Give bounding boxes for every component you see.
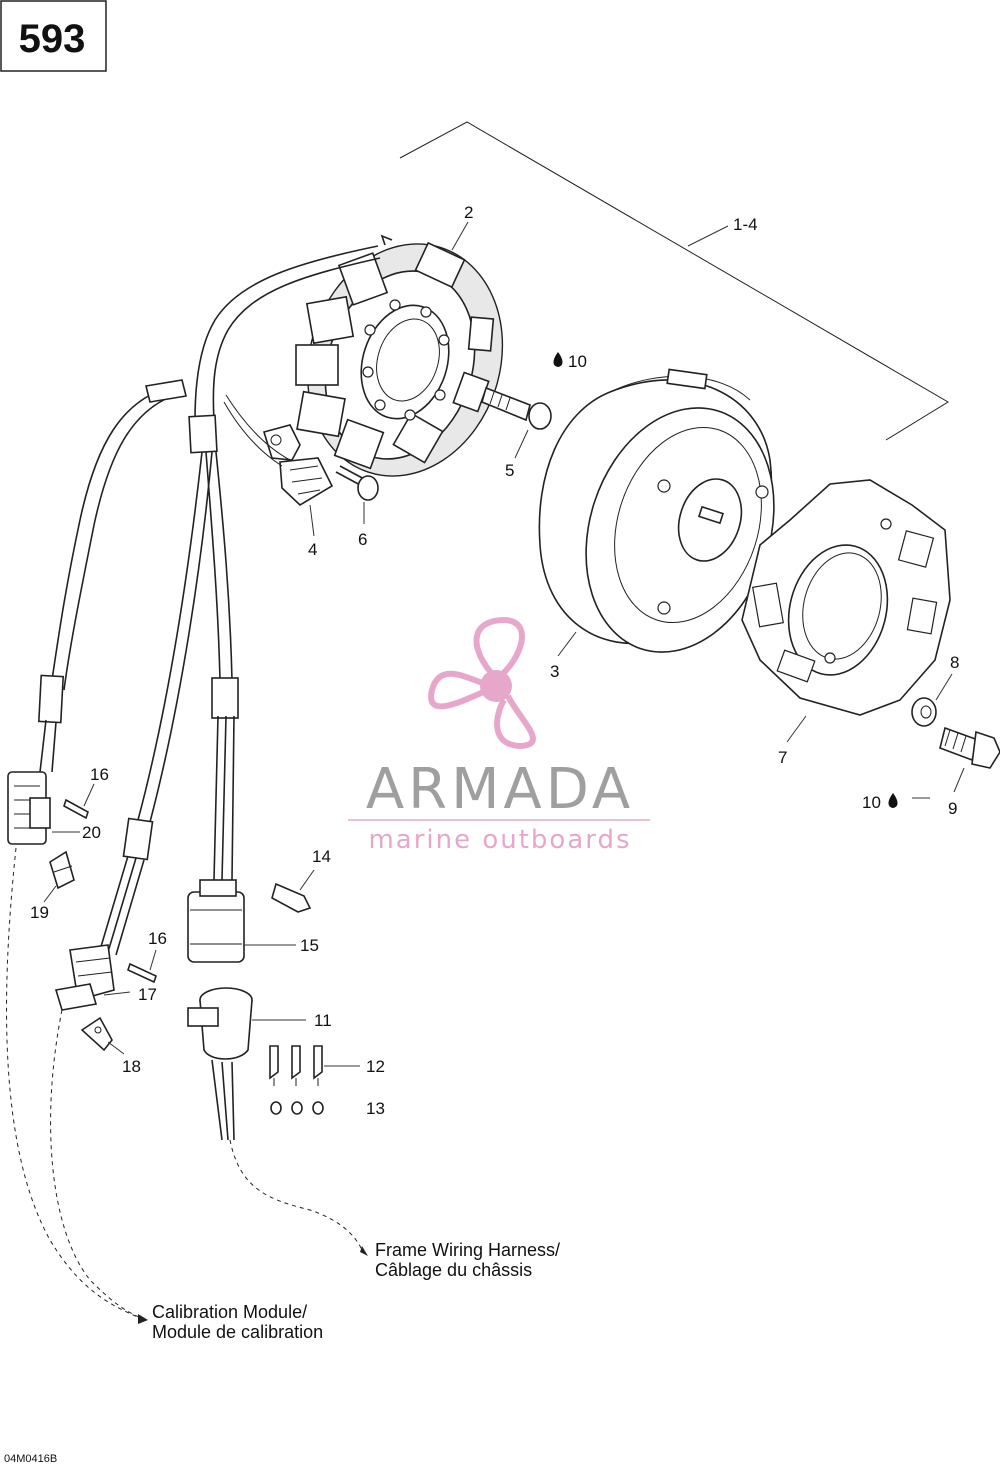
label-7: 7 xyxy=(778,748,787,767)
calibration-note-line2: Module de calibration xyxy=(152,1322,323,1342)
label-10a: 10 xyxy=(568,352,587,371)
label-4: 4 xyxy=(308,540,317,559)
armada-watermark: ARMADA marine outboards xyxy=(348,616,650,855)
leader-2 xyxy=(451,221,469,251)
screw-6 xyxy=(335,465,379,501)
leader-16a xyxy=(83,783,95,807)
stator xyxy=(295,234,504,477)
label-5: 5 xyxy=(505,461,514,480)
screw-5 xyxy=(481,386,552,430)
leader-19 xyxy=(43,885,57,903)
leader-7 xyxy=(786,715,807,743)
label-10b: 10 xyxy=(862,793,881,812)
label-17: 17 xyxy=(138,985,157,1004)
leader-3 xyxy=(557,631,577,657)
label-8: 8 xyxy=(950,653,959,672)
clip-18 xyxy=(80,1016,113,1052)
propeller-logo xyxy=(428,616,536,750)
label-6: 6 xyxy=(358,530,367,549)
calibration-arrow xyxy=(138,1314,148,1324)
pin-16-top xyxy=(63,798,89,820)
label-1-4: 1-4 xyxy=(733,215,758,234)
label-9: 9 xyxy=(948,799,957,818)
leader-9 xyxy=(953,767,965,793)
assembly-bracket xyxy=(399,121,949,441)
page-number-box: 593 xyxy=(0,0,107,72)
drop-icon xyxy=(553,352,563,367)
seals-13 xyxy=(270,1101,324,1115)
leader-5 xyxy=(514,429,529,459)
label-16a: 16 xyxy=(90,765,109,784)
leader-8 xyxy=(935,673,953,701)
label-15: 15 xyxy=(300,936,319,955)
label-18: 18 xyxy=(122,1057,141,1076)
connector-20 xyxy=(7,771,51,845)
watermark-brand: ARMADA xyxy=(366,757,634,822)
calibration-route-1 xyxy=(6,847,141,1319)
label-13: 13 xyxy=(366,1099,385,1118)
terminals-12 xyxy=(269,1045,323,1086)
leader-14 xyxy=(299,869,315,891)
label-16b: 16 xyxy=(148,929,167,948)
leader-1-4 xyxy=(687,225,729,247)
flywheel xyxy=(538,368,775,653)
label-20: 20 xyxy=(82,823,101,842)
label-19: 19 xyxy=(30,903,49,922)
label-2: 2 xyxy=(464,203,473,222)
frame-harness-note-line2: Câblage du châssis xyxy=(375,1260,532,1280)
pickup-sensor xyxy=(262,424,334,506)
leader-16b xyxy=(149,949,157,971)
trigger-wheel xyxy=(741,479,951,716)
doc-code: 04M0416B xyxy=(4,1453,57,1465)
terminal-14 xyxy=(271,882,312,913)
calibration-route-2 xyxy=(50,1009,143,1319)
leader-17 xyxy=(103,991,131,996)
leader-4 xyxy=(309,504,315,537)
watermark-tagline: marine outboards xyxy=(368,825,631,855)
connector-11 xyxy=(187,987,253,1141)
frame-harness-route xyxy=(229,1139,363,1251)
washer-8 xyxy=(911,697,937,727)
connector-17 xyxy=(54,944,115,1011)
frame-harness-arrow xyxy=(360,1246,368,1256)
clip-19 xyxy=(49,850,75,890)
connector-15 xyxy=(187,879,245,963)
label-14: 14 xyxy=(312,847,331,866)
bolt-9 xyxy=(939,726,1000,769)
calibration-note-line1: Calibration Module/ xyxy=(152,1302,307,1322)
drop-icon-2 xyxy=(888,793,898,808)
label-11: 11 xyxy=(314,1011,332,1030)
leader-18 xyxy=(107,1041,125,1055)
page-number: 593 xyxy=(19,17,86,61)
wiring-harness xyxy=(37,245,381,956)
label-12: 12 xyxy=(366,1057,385,1076)
label-3: 3 xyxy=(550,662,559,681)
frame-harness-note-line1: Frame Wiring Harness/ xyxy=(375,1240,560,1260)
pin-16-lower xyxy=(127,962,157,984)
